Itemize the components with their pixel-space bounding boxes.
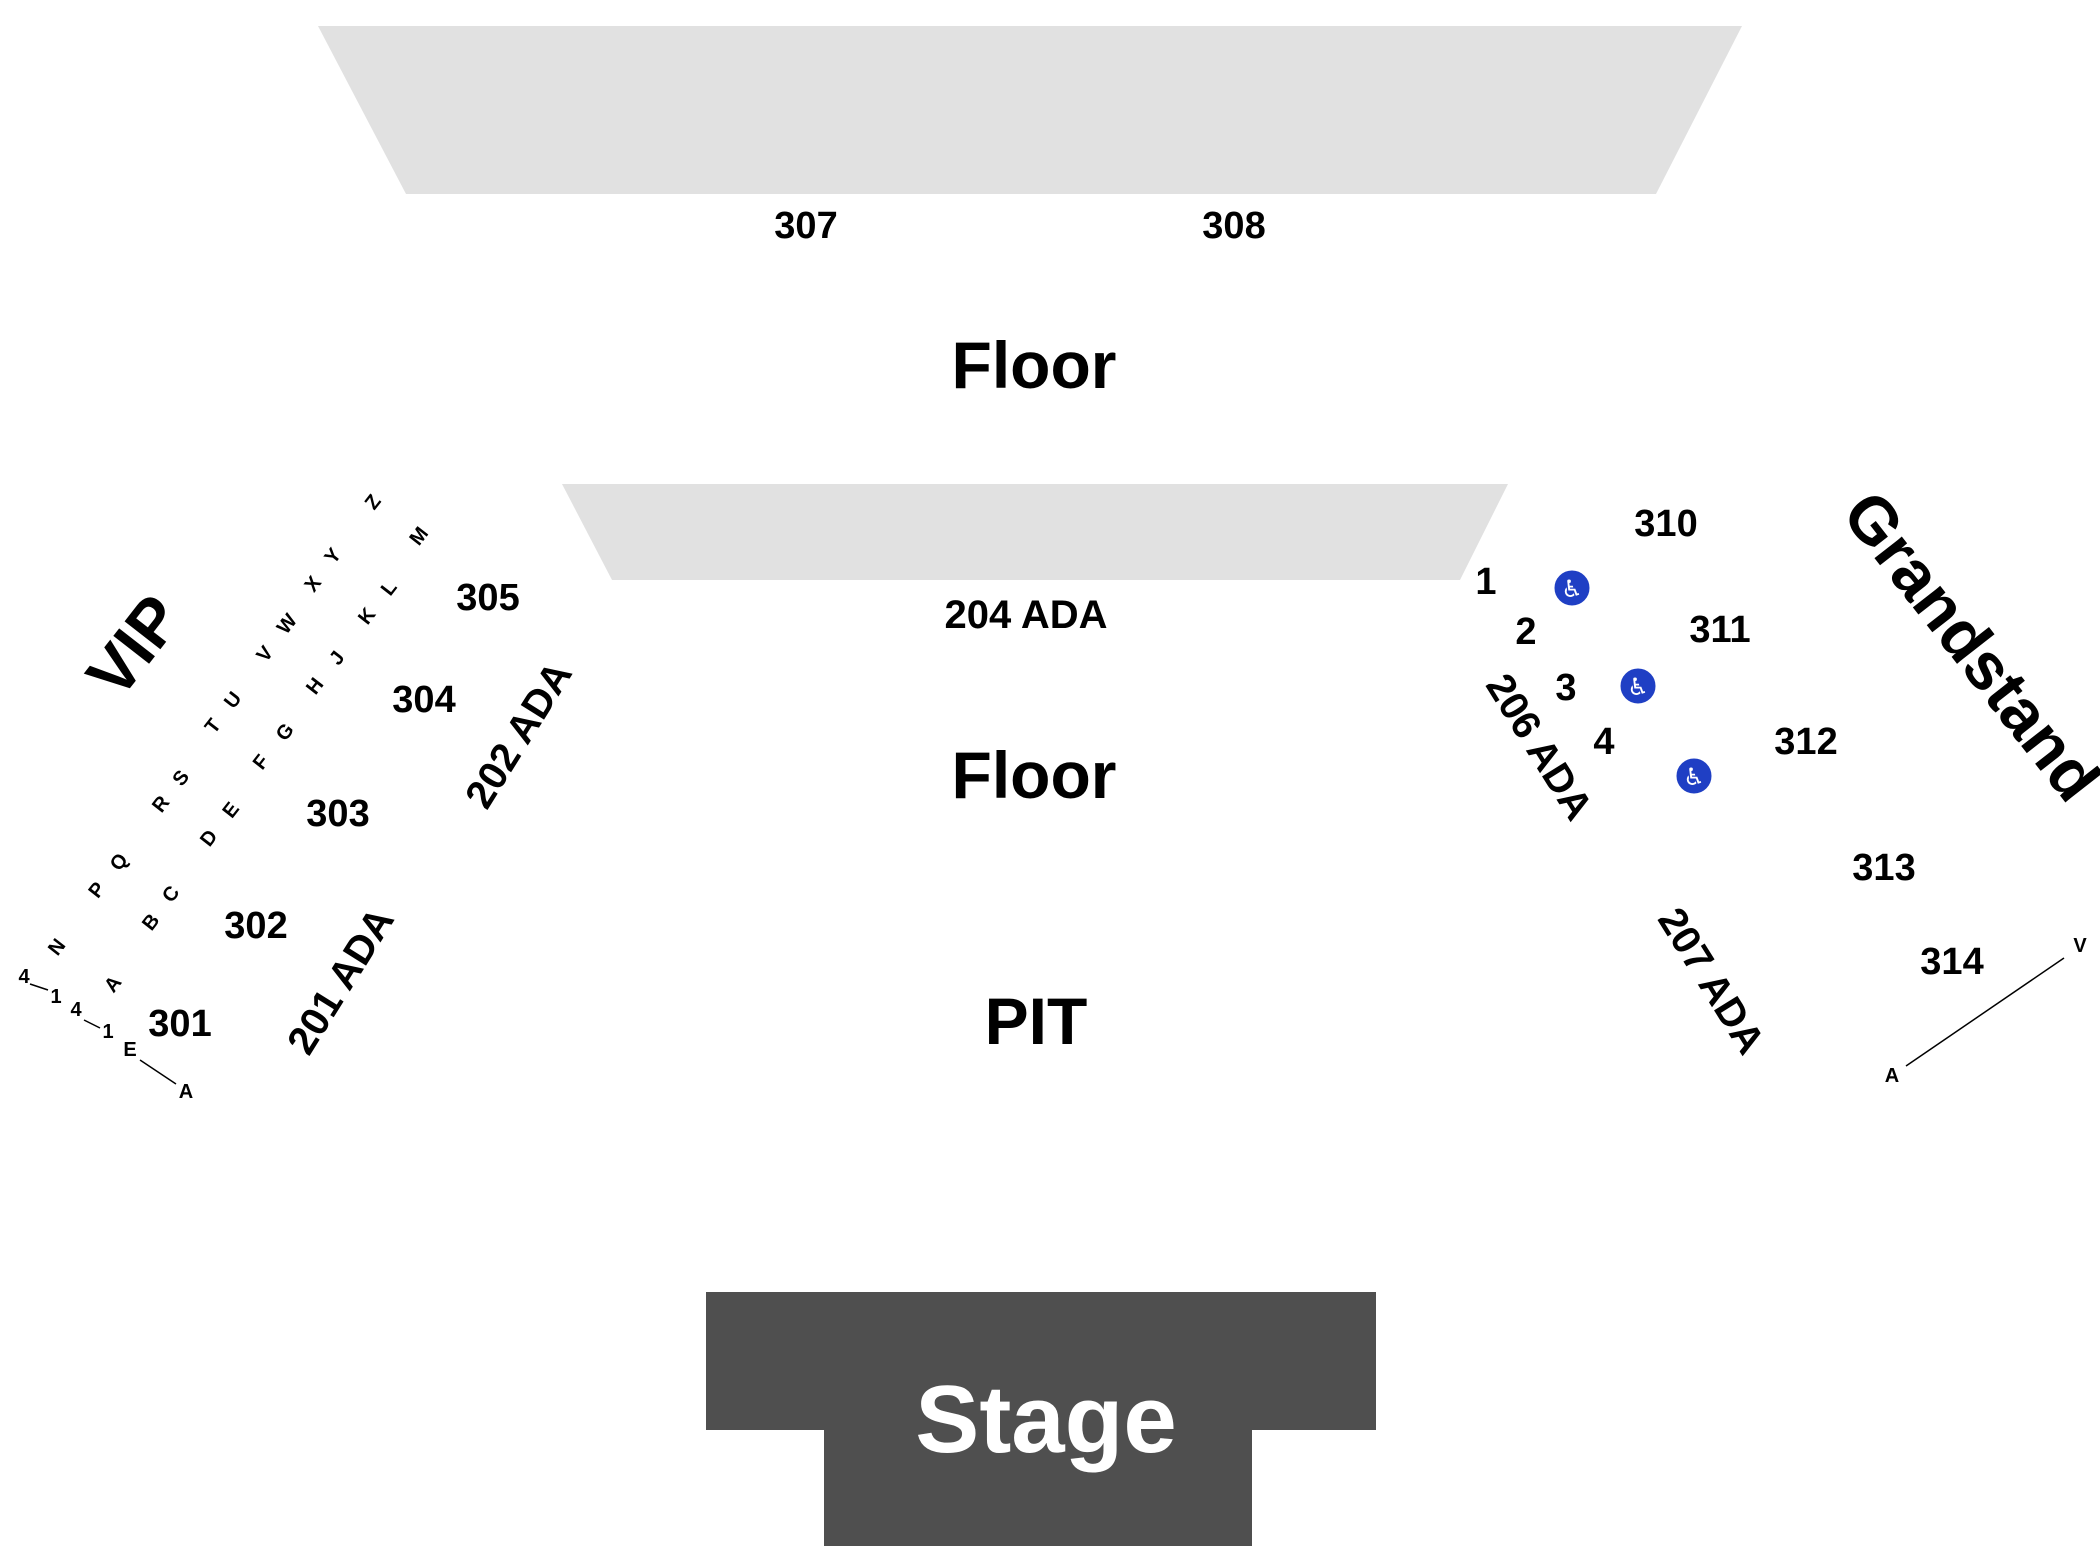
- wheelchair-icon: ♿: [1617, 665, 1659, 707]
- row-label-U: U: [220, 688, 246, 713]
- row-label-M: M: [405, 523, 433, 550]
- accessible-box-3-label[interactable]: 3: [1555, 667, 1576, 709]
- section-311-label[interactable]: 311: [1689, 609, 1750, 651]
- vip-label[interactable]: VIP: [72, 581, 196, 710]
- row-guide-line: [1905, 957, 2065, 1067]
- svg-text:♿: ♿: [1561, 575, 1583, 603]
- pit-label[interactable]: PIT: [985, 984, 1088, 1058]
- section-307-label[interactable]: 307: [774, 205, 837, 247]
- row-label-Y: Y: [320, 544, 346, 569]
- section-302-label[interactable]: 302: [224, 905, 287, 947]
- row-label-A: A: [100, 972, 126, 997]
- row-label-D: D: [196, 826, 222, 851]
- row-label-1: 1: [102, 1021, 113, 1043]
- ada-201-label[interactable]: 201 ADA: [279, 900, 403, 1062]
- ada-206-label[interactable]: 206 ADA: [1477, 666, 1601, 828]
- accessible-box-2-label[interactable]: 2: [1515, 611, 1536, 653]
- row-guide-line: [29, 983, 49, 991]
- row-label-E: E: [218, 798, 244, 822]
- row-label-1: 1: [50, 986, 61, 1008]
- section-304-label[interactable]: 304: [392, 679, 455, 721]
- section-301-label[interactable]: 301: [148, 1003, 211, 1045]
- accessible-box-1-label[interactable]: 1: [1475, 561, 1496, 603]
- row-label-W: W: [273, 610, 302, 639]
- row-label-4: 4: [18, 966, 30, 988]
- row-label-N: N: [44, 935, 70, 960]
- row-label-T: T: [201, 715, 226, 738]
- accessible-box-4-label[interactable]: 4: [1593, 721, 1614, 763]
- row-label-S: S: [168, 766, 194, 790]
- row-label-F: F: [249, 751, 274, 774]
- ada-202-label[interactable]: 202 ADA: [457, 654, 581, 816]
- ada-207-label[interactable]: 207 ADA: [1649, 900, 1773, 1062]
- row-label-K: K: [354, 603, 381, 628]
- row-label-G: G: [272, 719, 299, 745]
- section-303-label[interactable]: 303: [306, 793, 369, 835]
- row-label-Z: Z: [361, 491, 386, 514]
- stage-label: Stage: [915, 1366, 1176, 1473]
- row-guide-line: [139, 1059, 177, 1085]
- grandstand-label[interactable]: Grandstand: [1829, 477, 2100, 814]
- section-308-label[interactable]: 308: [1202, 205, 1265, 247]
- floor-upper-label[interactable]: Floor: [952, 328, 1117, 402]
- stage: [706, 1292, 1376, 1546]
- row-label-L: L: [377, 577, 402, 600]
- row-label-Q: Q: [106, 849, 133, 875]
- row-label-A: A: [179, 1081, 193, 1103]
- row-label-C: C: [158, 882, 184, 907]
- row-label-J: J: [325, 647, 349, 669]
- section-314-label[interactable]: 314: [1920, 941, 1983, 983]
- section-204-ada-block[interactable]: [562, 484, 1508, 580]
- row-label-4: 4: [70, 999, 82, 1021]
- floor-lower-label[interactable]: Floor: [952, 738, 1117, 812]
- row-label-B: B: [138, 910, 164, 935]
- section-310-label[interactable]: 310: [1634, 503, 1697, 545]
- row-label-R: R: [148, 791, 175, 816]
- left-row-labels: 4 1 4 1 E A N A P Q B C R S D E T U F G …: [18, 491, 433, 1103]
- row-label-V: V: [2073, 935, 2087, 957]
- svg-text:♿: ♿: [1627, 673, 1649, 701]
- row-label-E: E: [123, 1039, 136, 1061]
- section-307-308-block[interactable]: [318, 26, 1742, 194]
- row-label-H: H: [302, 674, 328, 699]
- ada-204-label[interactable]: 204 ADA: [944, 593, 1107, 637]
- section-305-label[interactable]: 305: [456, 577, 519, 619]
- svg-text:♿: ♿: [1683, 763, 1705, 791]
- section-313-label[interactable]: 313: [1852, 847, 1915, 889]
- right-row-labels: V A: [1885, 935, 2088, 1087]
- section-312-label[interactable]: 312: [1774, 721, 1837, 763]
- row-label-X: X: [300, 572, 326, 597]
- row-label-A: A: [1885, 1065, 1899, 1087]
- row-guide-line: [83, 1019, 101, 1029]
- row-label-V: V: [252, 642, 278, 667]
- wheelchair-icon: ♿: [1551, 567, 1593, 609]
- wheelchair-icon: ♿: [1673, 755, 1715, 797]
- row-label-P: P: [84, 878, 110, 902]
